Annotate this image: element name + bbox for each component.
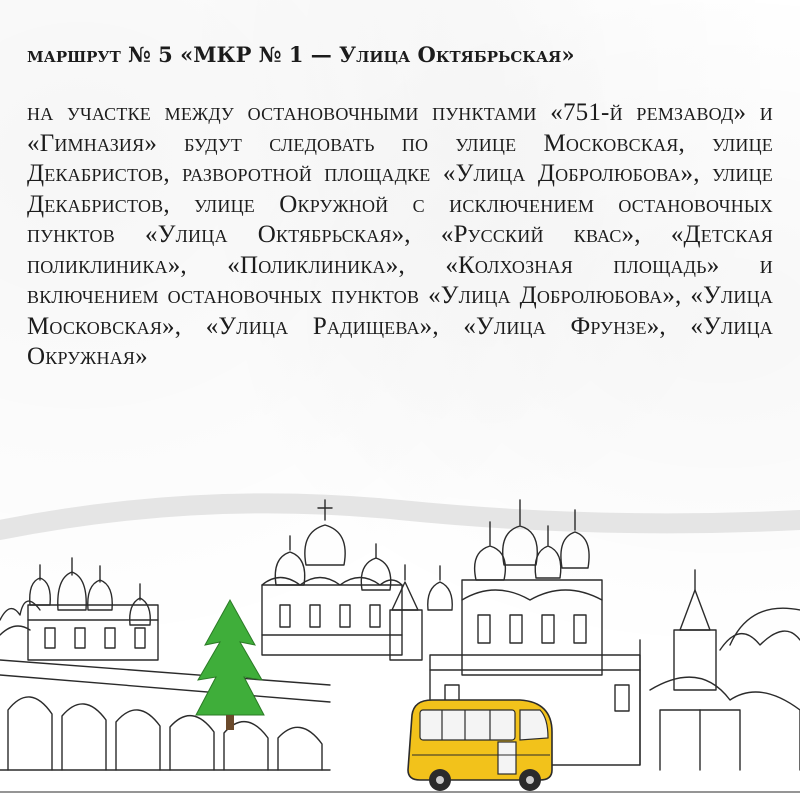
left-church <box>27 557 159 661</box>
arcade-gallery <box>0 659 331 771</box>
central-cathedral <box>261 499 403 656</box>
route-description: на участке между остановочными пунктами … <box>27 99 773 370</box>
belfry <box>389 564 453 661</box>
kremlin-illustration <box>0 493 800 793</box>
route-title: маршрут № 5 «МКР № 1 — Улица Октябрьская… <box>27 42 575 67</box>
bus-icon <box>407 699 553 791</box>
green-tree <box>195 598 265 730</box>
right-tower <box>649 569 800 771</box>
